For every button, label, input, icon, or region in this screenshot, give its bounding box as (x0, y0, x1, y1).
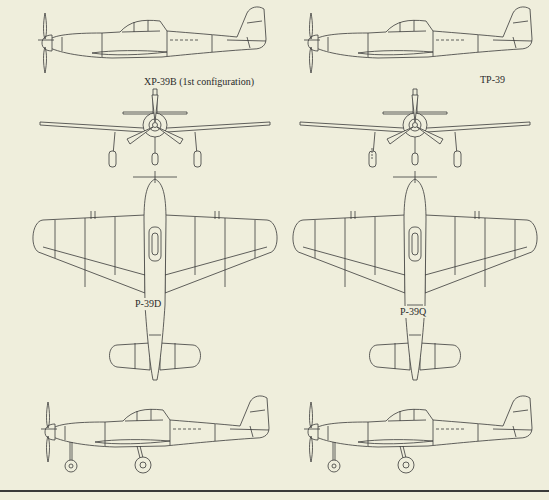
landing-gear (328, 442, 414, 473)
view-label: XP-39B (1st configuration) (142, 76, 256, 88)
view-label: TP-39 (478, 74, 507, 86)
side-view (38, 7, 266, 73)
side-view (304, 396, 532, 462)
bottom-rule (0, 490, 549, 492)
side-view (304, 7, 532, 73)
landing-gear (65, 442, 151, 473)
view-label: P-39Q (398, 306, 428, 318)
front-view (40, 89, 270, 167)
dash-mark (372, 148, 373, 160)
plan-view (293, 171, 537, 380)
front-view (300, 89, 530, 167)
view-label: P-39D (133, 298, 163, 310)
side-view (41, 396, 269, 462)
plan-view (33, 171, 277, 380)
